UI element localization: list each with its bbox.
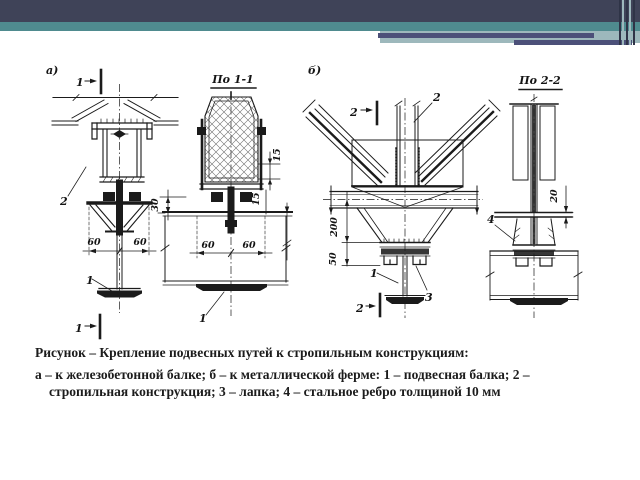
- callout-3: 3: [425, 291, 433, 304]
- view-b-label: б): [308, 64, 321, 77]
- figure-caption: Рисунок – Крепление подвесных путей к ст…: [35, 344, 563, 401]
- header-accent-stripe-2: [514, 40, 632, 45]
- dim-15-label: 15: [251, 192, 262, 206]
- header-corner-line: [629, 0, 631, 45]
- header-accent-stripe-1: [378, 33, 594, 38]
- callout-1: 1: [199, 312, 207, 325]
- cut-marker-2-bottom: 2: [355, 302, 364, 315]
- callout-1: 1: [86, 274, 94, 287]
- callout-2: 2: [432, 91, 441, 104]
- callout-1: 1: [370, 267, 378, 280]
- dim-200-label: 200: [329, 217, 340, 238]
- figure-caption-title: Рисунок – Крепление подвесных путей к ст…: [35, 345, 469, 360]
- dim-60-label: 60: [201, 240, 215, 251]
- cut-marker-2-top: 2: [349, 106, 358, 119]
- view-a-elevation: а) 1: [46, 64, 179, 340]
- cut-marker-1-bottom: 1: [75, 322, 83, 335]
- cut-marker-1-top: 1: [76, 76, 84, 89]
- view-b-section: По 2-2 20 4: [485, 74, 583, 318]
- dim-60-label: 60: [133, 237, 147, 248]
- section-1-1-title: По 1-1: [211, 73, 253, 86]
- view-a-label: а): [46, 64, 58, 77]
- figure-caption-legend: а – к железобетонной балке; б – к металл…: [35, 366, 530, 400]
- header-bar-teal: [0, 22, 640, 31]
- header-corner-line: [626, 0, 628, 45]
- header-bar-dark: [0, 0, 640, 22]
- dim-20-label: 20: [549, 189, 560, 204]
- dim-15-label: 15: [272, 148, 283, 162]
- header-corner-line: [633, 0, 635, 45]
- dim-60-label: 60: [242, 240, 256, 251]
- dim-30-label: 30: [150, 198, 161, 212]
- dim-50-label: 50: [328, 252, 339, 266]
- view-a-section: По 1-1: [150, 73, 293, 325]
- callout-4: 4: [487, 213, 495, 226]
- dim-60-label: 60: [87, 237, 101, 248]
- view-b-elevation: б) 2 2: [302, 64, 501, 318]
- header-corner-line: [619, 0, 621, 45]
- header-corner-line: [622, 0, 624, 45]
- callout-2: 2: [59, 195, 68, 208]
- section-2-2-title: По 2-2: [518, 74, 561, 87]
